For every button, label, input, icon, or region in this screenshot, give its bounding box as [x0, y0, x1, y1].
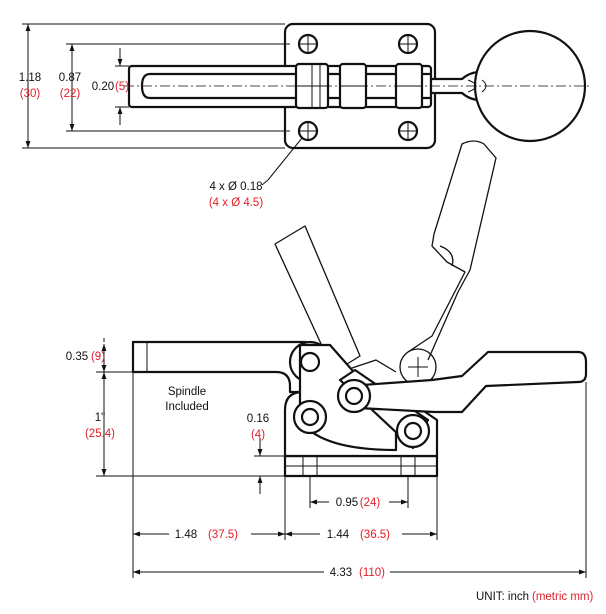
mounting-holes — [297, 33, 419, 142]
dim-spindle-height-mm: (25.4) — [85, 428, 115, 440]
slotted-bar — [127, 64, 433, 109]
dim-base-thickness-mm: (4) — [251, 429, 265, 441]
dim-spindle-height-inch: 1" — [95, 412, 105, 424]
dim-overall-length-mm: (110) — [359, 567, 385, 579]
dim-bar-reach-inch: 1.48 — [175, 529, 197, 541]
holes-callout-inch: 4 x Ø 0.18 — [209, 181, 262, 193]
units-label: UNIT: inch — [476, 591, 529, 603]
dim-base-length-mm: (36.5) — [360, 529, 390, 541]
dim-slot-width-inch: 0.20 — [92, 81, 114, 93]
side-view: Spindle Included 0.35 (9) 1" (25.4) 0.16… — [66, 140, 588, 580]
spindle-note-line2: Included — [165, 401, 208, 413]
units-metric: (metric mm) — [532, 591, 593, 603]
dim-overall-length-inch: 4.33 — [330, 567, 352, 579]
spindle-note-line1: Spindle — [168, 386, 206, 398]
dim-base-thickness-inch: 0.16 — [247, 413, 269, 425]
dim-hole-spacing-mm: (22) — [60, 88, 81, 100]
dim-bar-height-mm: (9) — [91, 351, 105, 363]
top-view: 1.18 (30) 0.87 (22) 0.20 (5) 4 x Ø 0.18 … — [19, 22, 590, 209]
dim-hole-spacing-inch: 0.87 — [59, 72, 81, 84]
dim-overall-height-mm: (30) — [20, 88, 41, 100]
dim-overall-height-inch: 1.18 — [19, 72, 41, 84]
dim-hole-pitch-inch: 0.95 — [336, 497, 358, 509]
dim-slot-width-mm: (5) — [115, 81, 129, 93]
side-handle — [346, 350, 588, 414]
dim-base-length-inch: 1.44 — [327, 529, 350, 541]
dim-hole-pitch-mm: (24) — [360, 497, 381, 509]
dim-bar-height-inch: 0.35 — [66, 351, 88, 363]
dim-bar-reach-mm: (37.5) — [208, 529, 238, 541]
holes-callout-mm: (4 x Ø 4.5) — [209, 197, 263, 209]
spindle-arm — [131, 340, 308, 394]
